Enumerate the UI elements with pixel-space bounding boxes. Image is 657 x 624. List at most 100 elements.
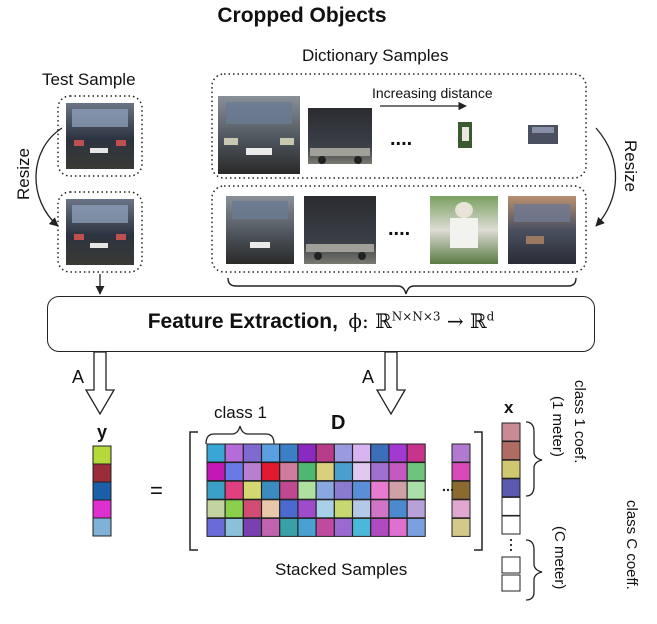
matrix-cell: [388, 499, 408, 519]
matrix-cell: [333, 480, 353, 500]
class-1-coef-brace: [525, 421, 543, 497]
dict-person-small: [458, 122, 472, 148]
ellipsis-top: ....: [390, 128, 413, 150]
matrix-cell: [333, 499, 353, 519]
matrix-cell: [315, 462, 335, 482]
dict-person-resized: [430, 196, 498, 264]
matrix-cell: [297, 499, 317, 519]
x-vector-cell: [501, 496, 521, 516]
x-vector-ellipsis: [509, 538, 513, 552]
dict-car-tiny-resized: [508, 196, 576, 264]
ellipsis-bottom: ....: [388, 218, 411, 240]
matrix-cell: [388, 480, 408, 500]
x-vector-cell: [501, 574, 521, 592]
matrix-cell: [333, 517, 353, 537]
x-vector-cell: [501, 556, 521, 574]
matrix-cell: [224, 480, 244, 500]
matrix-cell: [315, 499, 335, 519]
vector-y: [92, 445, 112, 537]
dictionary-samples-label: Dictionary Samples: [302, 46, 449, 65]
x-vector-cell: [501, 441, 521, 461]
test-sample-label: Test Sample: [42, 70, 136, 89]
matrix-cell: [352, 499, 372, 519]
class-1-label: class 1: [214, 403, 267, 422]
equals-sign: =: [150, 478, 163, 503]
matrix-cell: [352, 517, 372, 537]
feature-extraction-label: Feature Extraction,: [147, 310, 338, 333]
matrix-cell: [388, 462, 408, 482]
matrix-cell: [297, 517, 317, 537]
matrix-cell: [315, 443, 335, 463]
resize-arrow-left: [35, 127, 63, 227]
matrix-cell: [370, 443, 390, 463]
vector-x: [501, 422, 521, 535]
vector-y-cell: [92, 463, 112, 483]
matrix-cell: [206, 499, 226, 519]
matrix-cell: [451, 480, 471, 500]
matrix-cell: [370, 517, 390, 537]
matrix-cell: [315, 517, 335, 537]
matrix-cell: [242, 443, 262, 463]
matrix-cell: [352, 462, 372, 482]
matrix-cell: [224, 462, 244, 482]
matrix-left-bracket: [189, 431, 198, 551]
matrix-cell: [315, 480, 335, 500]
matrix-cell: [451, 462, 471, 482]
diagram-title: Cropped Objects: [217, 4, 387, 27]
feature-extraction-box: Feature Extraction, ϕ: ℝN×N×3 → ℝd: [47, 296, 595, 352]
class-c-coef-brace: [525, 539, 543, 601]
matrix-cell: [279, 462, 299, 482]
matrix-cell: [242, 517, 262, 537]
dict-car-tiny: [528, 125, 558, 144]
matrix-cell: [279, 499, 299, 519]
dictionary-brace: [227, 277, 577, 295]
matrix-cell: [388, 517, 408, 537]
matrix-cell: [388, 443, 408, 463]
dict-car-large-resized: [226, 196, 294, 264]
class-1-brace: [205, 425, 275, 445]
matrix-cell: [261, 499, 281, 519]
matrix-cell: [224, 499, 244, 519]
matrix-cell: [242, 499, 262, 519]
matrix-cell: [297, 443, 317, 463]
resize-arrow-right: [595, 127, 617, 227]
vector-y-cell: [92, 481, 112, 501]
matrix-cell: [224, 517, 244, 537]
x-vector-cell: [501, 459, 521, 479]
vector-y-label: y: [97, 422, 108, 442]
matrix-cell: [406, 499, 426, 519]
matrix-cell: [333, 443, 353, 463]
matrix-cell: [370, 499, 390, 519]
matrix-cell: [451, 517, 471, 537]
matrix-cell: [261, 443, 281, 463]
matrix-cell: [370, 480, 390, 500]
matrix-d-label: D: [331, 412, 346, 434]
matrix-cell: [451, 499, 471, 519]
matrix-cell: [352, 480, 372, 500]
matrix-cell: [333, 462, 353, 482]
dict-trailer-resized: [304, 196, 376, 264]
dict-car-large: [218, 96, 300, 174]
x-vector-cell: [501, 422, 521, 442]
vector-y-cell: [92, 445, 112, 465]
matrix-cell: [224, 443, 244, 463]
arrow-a-left-label: A: [72, 367, 85, 387]
hollow-arrow-right: [375, 351, 407, 416]
vector-x-label: x: [504, 398, 514, 417]
matrix-cell: [242, 462, 262, 482]
increasing-distance-label: Increasing distance: [372, 85, 493, 101]
matrix-cell: [297, 480, 317, 500]
matrix-cell: [279, 517, 299, 537]
matrix-cell: [261, 462, 281, 482]
matrix-ellipsis: [442, 488, 454, 492]
x-vector-cell: [501, 515, 521, 535]
matrix-cell: [406, 443, 426, 463]
matrix-cell: [206, 517, 226, 537]
matrix-cell: [279, 443, 299, 463]
matrix-cell: [451, 443, 471, 463]
matrix-cell: [406, 480, 426, 500]
matrix-cell: [242, 480, 262, 500]
matrix-right-bracket: [474, 431, 483, 551]
hollow-arrow-left: [84, 351, 116, 416]
